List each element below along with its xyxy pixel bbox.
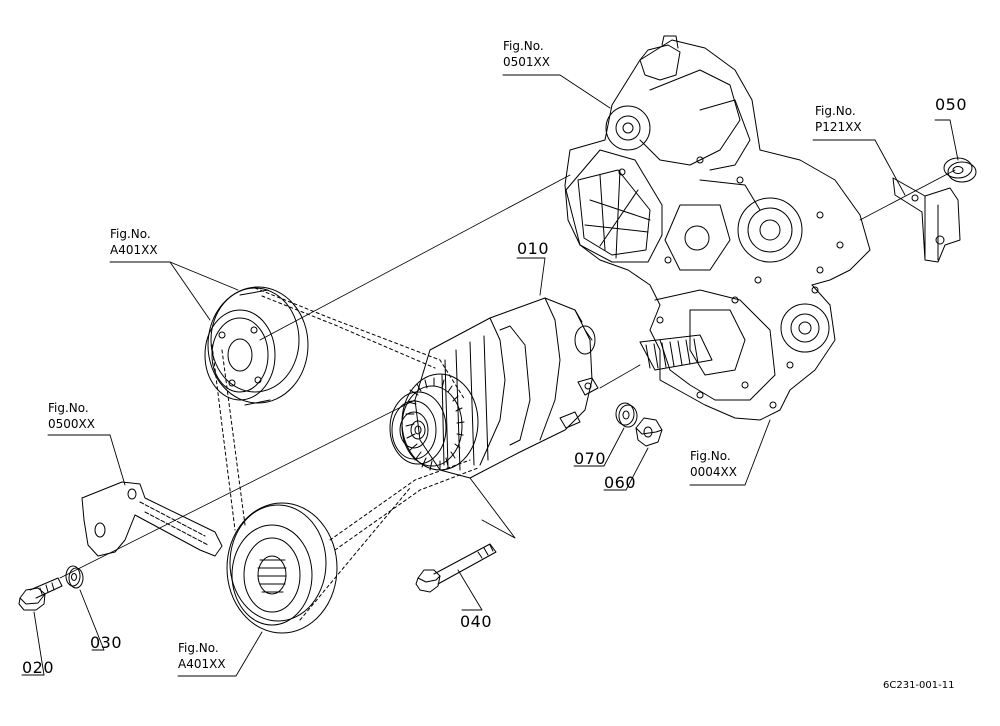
v-belt bbox=[212, 288, 478, 620]
fig-ref-p121xx-line2: P121XX bbox=[815, 120, 862, 134]
part-020-bolt bbox=[19, 578, 62, 610]
fig-ref-0004xx-line1: Fig.No. bbox=[690, 449, 731, 463]
fig-ref-a401xx-top-line2: A401XX bbox=[110, 243, 158, 257]
fig-ref-0004xx: Fig.No. 0004XX bbox=[690, 450, 737, 478]
drawing-code: 6C231-001-11 bbox=[883, 680, 955, 691]
fig-ref-0501xx-line1: Fig.No. bbox=[503, 39, 544, 53]
fig-ref-a401xx-top-line1: Fig.No. bbox=[110, 227, 151, 241]
pulley-upper bbox=[205, 287, 308, 405]
fig-ref-0500xx-line1: Fig.No. bbox=[48, 401, 89, 415]
fig-ref-a401xx-bottom-line2: A401XX bbox=[178, 657, 226, 671]
part-number-070: 070 bbox=[574, 449, 607, 468]
leader-lines bbox=[22, 75, 958, 676]
part-070-washer bbox=[616, 403, 637, 427]
fig-ref-a401xx-bottom-line1: Fig.No. bbox=[178, 641, 219, 655]
adjust-bracket bbox=[82, 482, 222, 556]
fig-ref-0004xx-line2: 0004XX bbox=[690, 465, 737, 479]
mount-bracket-right bbox=[893, 178, 960, 262]
fig-ref-a401xx-bottom: Fig.No. A401XX bbox=[178, 642, 226, 670]
pulley-lower bbox=[227, 503, 337, 633]
gear-case-housing bbox=[565, 36, 870, 420]
assembly-axis-lines bbox=[60, 170, 955, 578]
part-number-060: 060 bbox=[604, 473, 637, 492]
fig-ref-0500xx-line2: 0500XX bbox=[48, 417, 95, 431]
fig-ref-0501xx: Fig.No. 0501XX bbox=[503, 40, 550, 68]
alternator-assembly bbox=[390, 298, 598, 478]
part-number-010: 010 bbox=[517, 239, 550, 258]
fig-ref-a401xx-top: Fig.No. A401XX bbox=[110, 228, 158, 256]
part-number-020: 020 bbox=[22, 658, 55, 677]
fig-ref-0501xx-line2: 0501XX bbox=[503, 55, 550, 69]
part-number-030: 030 bbox=[90, 633, 123, 652]
part-030-washer bbox=[66, 566, 83, 588]
part-050-nut bbox=[944, 158, 976, 182]
part-number-050: 050 bbox=[935, 95, 968, 114]
part-number-040: 040 bbox=[460, 612, 493, 631]
fig-ref-0500xx: Fig.No. 0500XX bbox=[48, 402, 95, 430]
part-040-bolt bbox=[416, 544, 496, 592]
part-060-nut bbox=[636, 418, 662, 446]
fig-ref-p121xx: Fig.No. P121XX bbox=[815, 105, 862, 133]
fig-ref-p121xx-line1: Fig.No. bbox=[815, 104, 856, 118]
